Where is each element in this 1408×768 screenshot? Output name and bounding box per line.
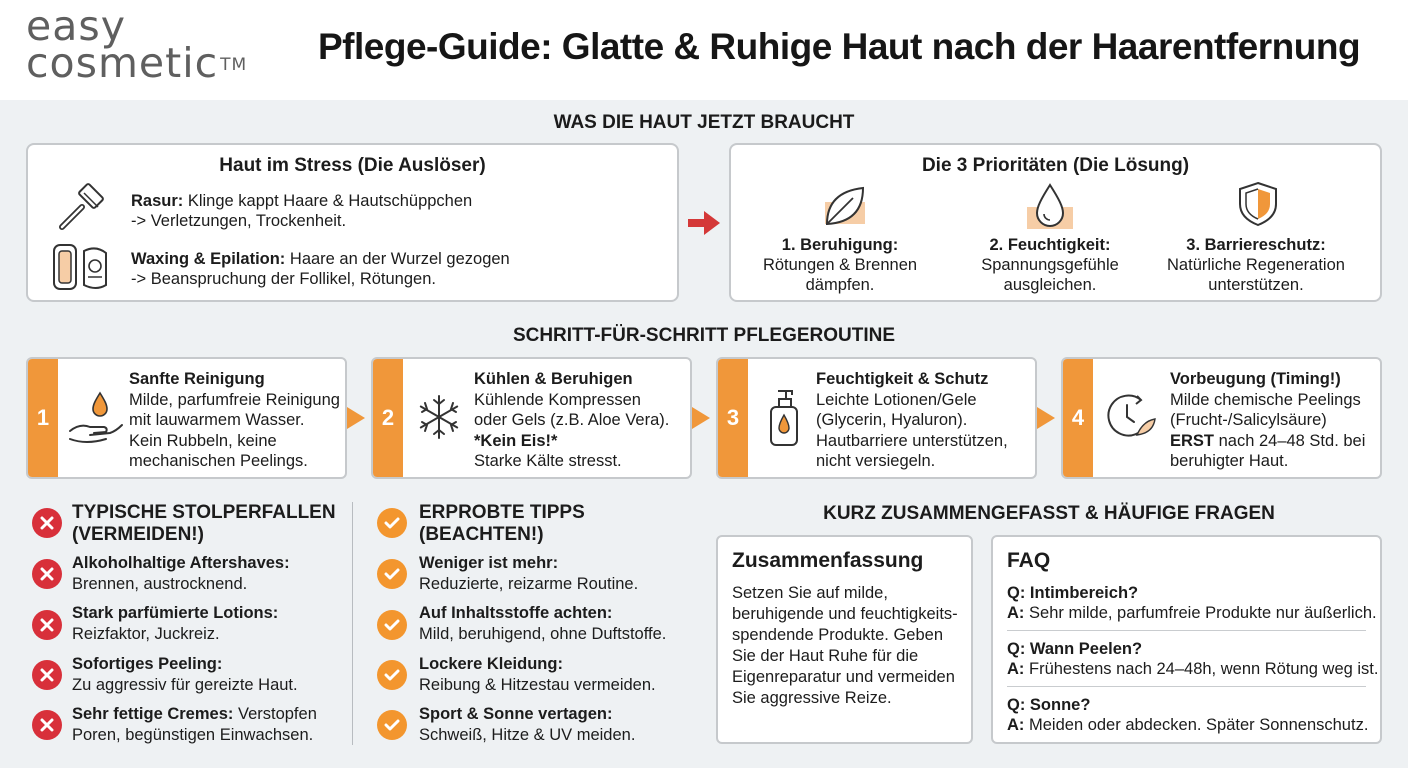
- epilator-icon: [53, 244, 107, 290]
- summary-section-title: KURZ ZUSAMMENGEFASST & HÄUFIGE FRAGEN: [823, 503, 1275, 524]
- routine-step-4: 4 Vorbeugung (Timing!) Milde chemische P…: [1061, 357, 1382, 479]
- routine-step-1: 1 Sanfte Reinigung Milde, parfumfreie Re…: [26, 357, 347, 479]
- x-icon: [32, 559, 62, 589]
- x-icon: [32, 660, 62, 690]
- faq-title: FAQ: [1007, 549, 1051, 572]
- faq-answer: A: Frühestens nach 24–48h, wenn Rötung w…: [1007, 660, 1379, 678]
- column-divider: [352, 502, 353, 745]
- step-text: Vorbeugung (Timing!) Milde chemische Pee…: [1170, 370, 1366, 470]
- step-arrow: [692, 407, 710, 429]
- page-title: Pflege-Guide: Glatte & Ruhige Haut nach …: [318, 26, 1361, 67]
- priority-1: 1. Beruhigung: Rötungen & Brennen dämpfe…: [762, 236, 918, 294]
- step-number: 3: [718, 359, 748, 477]
- cause-razor-effect: -> Verletzungen, Trockenheit.: [131, 212, 347, 230]
- step-arrow: [347, 407, 365, 429]
- cause-waxing: Waxing & Epilation: Haare an der Wurzel …: [131, 250, 510, 268]
- cause-waxing-effect: -> Beanspruchung der Follikel, Rötungen.: [131, 270, 436, 288]
- faq-card: FAQ Q: Intimbereich? A: Sehr milde, parf…: [991, 535, 1382, 744]
- routine-step-3: 3 Feuchtigkeit & Schutz Leichte Lotionen…: [716, 357, 1037, 479]
- faq-answer: A: Sehr milde, parfumfreie Produkte nur …: [1007, 604, 1377, 622]
- hand-drop-icon: [69, 391, 123, 443]
- routine-step-2: 2 Kühlen & Beruhigen Kühlende Kompressen…: [371, 357, 692, 479]
- cause-razor: Rasur: Klinge kappt Haare & Hautschüppch…: [131, 192, 473, 210]
- step-number: 4: [1063, 359, 1093, 477]
- faq-answer: A: Meiden oder abdecken. Später Sonnensc…: [1007, 716, 1369, 734]
- tip-item: Sport & Sonne vertagen:Schweiß, Hitze & …: [419, 705, 636, 744]
- faq-divider: [1007, 630, 1366, 631]
- snowflake-icon: [419, 395, 459, 439]
- check-icon: [377, 559, 407, 589]
- leaf-icon: [825, 186, 865, 226]
- step-arrow: [1037, 407, 1055, 429]
- x-icon: [32, 710, 62, 740]
- priorities-card-title: Die 3 Prioritäten (Die Lösung): [921, 155, 1190, 176]
- priorities-card: Die 3 Prioritäten (Die Lösung) 1. Beruhi…: [729, 143, 1382, 302]
- pitfall-item: Sofortiges Peeling:Zu aggressiv für gere…: [72, 655, 298, 694]
- lotion-bottle-icon: [770, 390, 798, 446]
- step-number: 1: [28, 359, 58, 477]
- pitfall-item: Stark parfümierte Lotions:Reizfaktor, Ju…: [72, 604, 279, 643]
- faq-question: Q: Wann Peelen?: [1007, 640, 1143, 658]
- tip-item: Weniger ist mehr:Reduzierte, reizarme Ro…: [419, 554, 639, 593]
- arrow-right-icon: [688, 211, 720, 235]
- logo-tm: TM: [220, 55, 248, 75]
- check-icon: [377, 610, 407, 640]
- faq-question: Q: Sonne?: [1007, 696, 1091, 714]
- summary-card: Zusammenfassung Setzen Sie auf milde, be…: [716, 535, 973, 744]
- priority-2: 2. Feuchtigkeit: Spannungsgefühle ausgle…: [981, 236, 1119, 294]
- check-icon: [377, 710, 407, 740]
- razor-icon: [59, 183, 104, 230]
- step-text: Feuchtigkeit & Schutz Leichte Lotionen/G…: [816, 370, 1008, 470]
- droplet-icon: [1027, 183, 1073, 229]
- stress-card-title: Haut im Stress (Die Auslöser): [219, 155, 486, 176]
- tip-item: Auf Inhaltsstoffe achten:Mild, beruhigen…: [419, 604, 667, 643]
- routine-section-title: SCHRITT-FÜR-SCHRITT PFLEGEROUTINE: [512, 325, 896, 346]
- faq-question: Q: Intimbereich?: [1007, 584, 1139, 602]
- step-number: 2: [373, 359, 403, 477]
- stress-card: Haut im Stress (Die Auslöser) Rasur: Kli…: [26, 143, 679, 302]
- step-text: Sanfte Reinigung Milde, parfumfreie Rein…: [129, 370, 340, 470]
- pitfall-item: Alkoholhaltige Aftershaves:Brennen, aust…: [72, 554, 290, 593]
- check-icon: [377, 660, 407, 690]
- logo-line2: cosmetic: [26, 39, 219, 87]
- x-icon: [32, 610, 62, 640]
- shield-icon: [1239, 181, 1277, 227]
- tip-item: Lockere Kleidung:Reibung & Hitzestau ver…: [419, 655, 656, 694]
- priority-3: 3. Barriereschutz: Natürliche Regenerati…: [1167, 236, 1345, 294]
- check-icon: [377, 508, 407, 538]
- timer-icon: [1107, 394, 1156, 437]
- summary-title: Zusammenfassung: [732, 549, 924, 572]
- pitfalls-title: TYPISCHE STOLPERFALLEN(VERMEIDEN!): [72, 502, 336, 545]
- needs-section-title: WAS DIE HAUT JETZT BRAUCHT: [553, 112, 855, 133]
- logo-line1: easy: [26, 2, 126, 50]
- step-text: Kühlen & Beruhigen Kühlende Kompressen o…: [474, 370, 670, 470]
- tips-title: ERPROBTE TIPPS(BEACHTEN!): [419, 502, 585, 545]
- x-icon: [32, 508, 62, 538]
- faq-divider: [1007, 686, 1366, 687]
- summary-text: Setzen Sie auf milde, beruhigende und fe…: [732, 584, 958, 707]
